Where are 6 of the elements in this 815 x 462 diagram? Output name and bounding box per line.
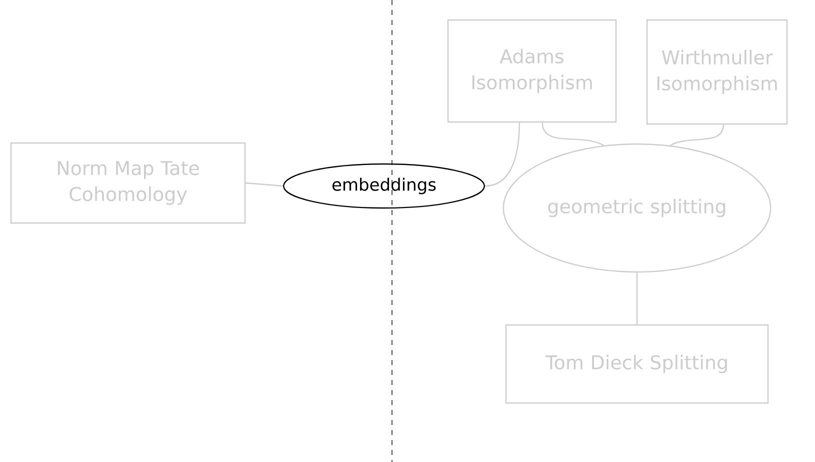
- connector: [246, 182, 284, 187]
- connector: [484, 122, 520, 187]
- connector: [670, 124, 724, 146]
- connector: [636, 272, 638, 324]
- ellipse-node: embeddings: [283, 163, 486, 209]
- connector: [542, 122, 604, 146]
